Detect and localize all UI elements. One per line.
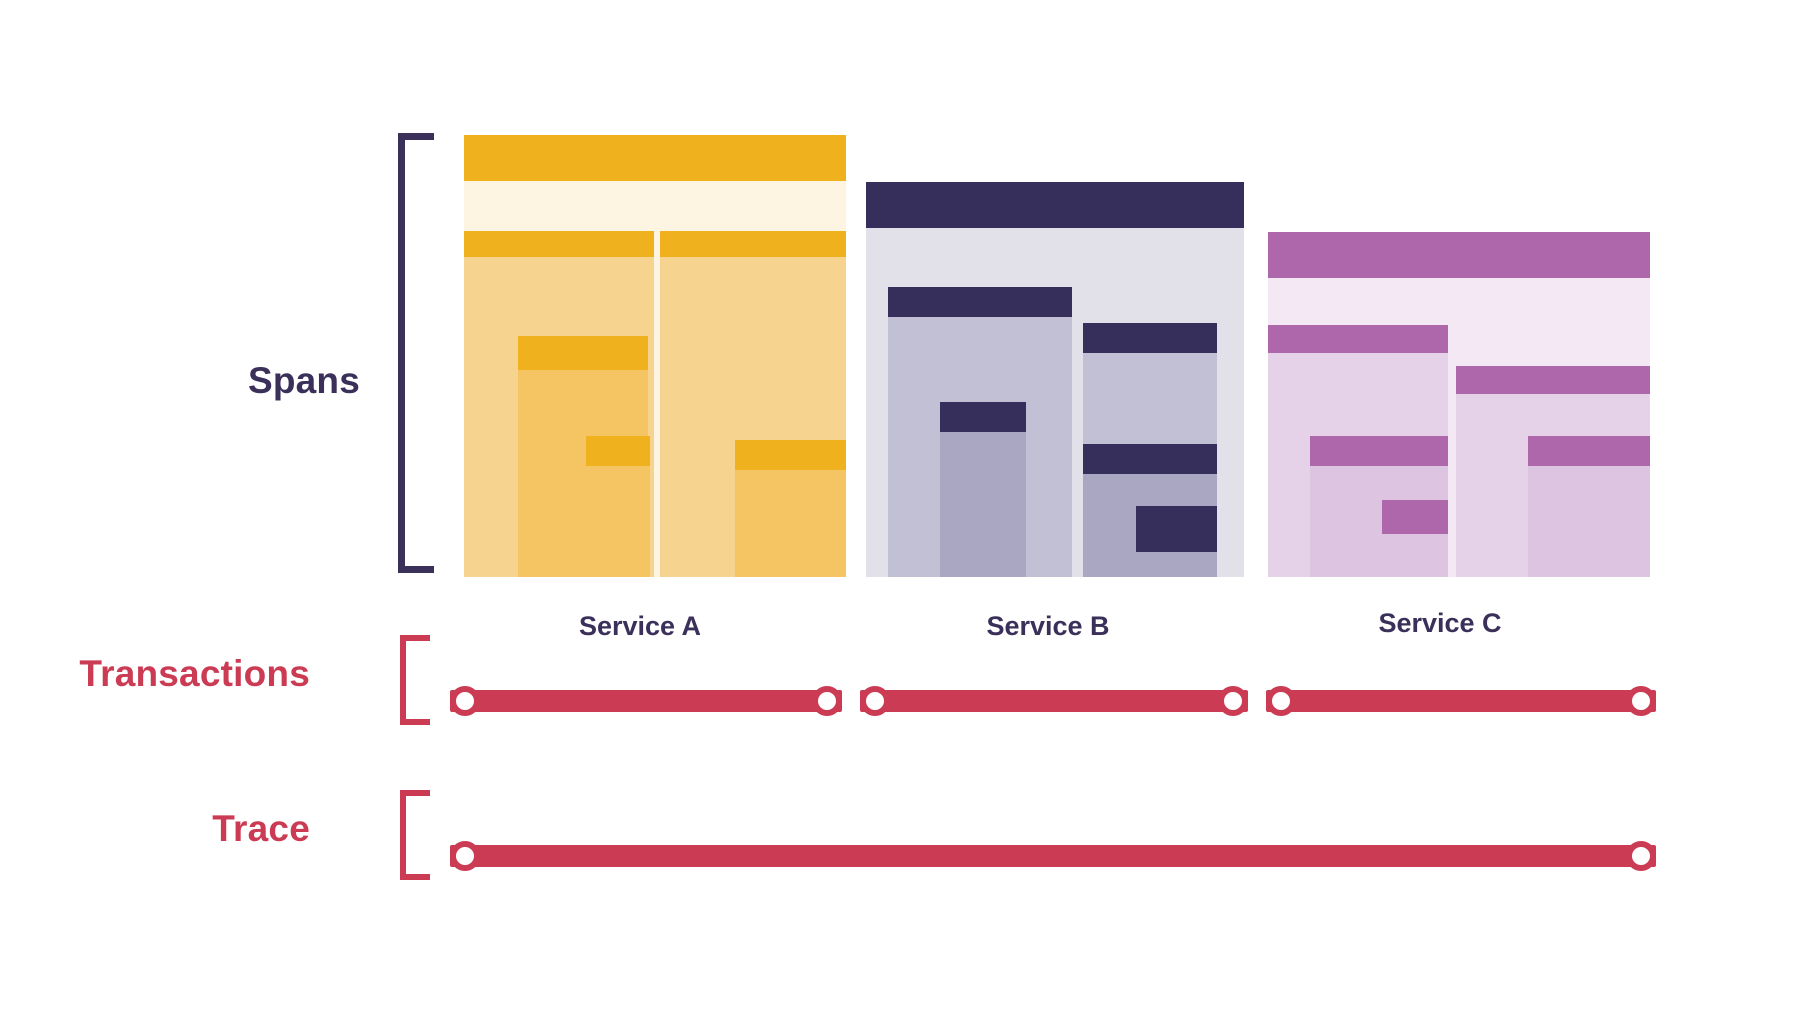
span-header-bar (1456, 366, 1650, 394)
transaction-service-c-end-dot[interactable] (1626, 686, 1656, 716)
span-header-bar (1268, 325, 1448, 353)
spans-bracket (398, 133, 434, 573)
span-header-bar (1528, 436, 1650, 466)
transaction-service-b-end-dot[interactable] (1218, 686, 1248, 716)
trace-span-bar[interactable] (450, 845, 1656, 867)
transaction-service-c-bar[interactable] (1266, 690, 1656, 712)
trace-timeline-group (0, 841, 1800, 885)
span-header-bar (464, 135, 846, 181)
service-label-service-b: Service B (986, 611, 1110, 641)
span-header-bar (1310, 436, 1448, 466)
span-header-bar (464, 231, 654, 257)
spans-chart: Service A Service B Service C (464, 135, 1650, 641)
span-header-bar (1382, 500, 1448, 534)
row-label-transactions: Transactions (79, 653, 310, 694)
trace-bracket (400, 790, 430, 880)
span-duration-body (735, 470, 846, 577)
span-header-bar (866, 182, 1244, 228)
span-header-bar (888, 287, 1072, 317)
row-label-spans: Spans (247, 360, 360, 401)
service-group-service-a (464, 135, 846, 577)
transaction-service-b-bar[interactable] (860, 690, 1248, 712)
span-duration-body (586, 466, 650, 577)
transaction-service-a-start-dot[interactable] (450, 686, 480, 716)
span-grandchild[interactable] (735, 440, 846, 577)
span-leaf[interactable] (1136, 506, 1217, 577)
span-leaf[interactable] (1382, 500, 1448, 577)
row-label-trace: Trace (212, 808, 310, 849)
transaction-service-b-start-dot[interactable] (860, 686, 890, 716)
service-group-service-c (1268, 232, 1650, 577)
span-leaf[interactable] (586, 436, 650, 577)
span-header-bar (1268, 232, 1650, 278)
span-duration-body (1528, 466, 1650, 577)
service-label-service-c: Service C (1378, 608, 1502, 638)
transaction-service-c-start-dot[interactable] (1266, 686, 1296, 716)
transactions-bracket (400, 635, 430, 725)
service-label-service-a: Service A (578, 611, 702, 641)
trace-span-end-dot[interactable] (1626, 841, 1656, 871)
span-duration-body (940, 432, 1026, 577)
service-group-service-b (866, 182, 1244, 577)
transaction-service-a-bar[interactable] (450, 690, 842, 712)
span-duration-body (1136, 552, 1217, 577)
transaction-service-a-end-dot[interactable] (812, 686, 842, 716)
span-header-bar (660, 231, 846, 257)
span-header-bar (1083, 323, 1217, 353)
span-header-bar (518, 336, 648, 370)
span-header-bar (586, 436, 650, 466)
span-header-bar (735, 440, 846, 470)
span-grandchild[interactable] (940, 402, 1026, 577)
span-grandchild[interactable] (1528, 436, 1650, 577)
span-header-bar (1083, 444, 1217, 474)
transactions-timeline-group (0, 686, 1800, 730)
span-header-bar (1136, 506, 1217, 552)
span-header-bar (940, 402, 1026, 432)
span-duration-body (1382, 534, 1448, 577)
trace-span-start-dot[interactable] (450, 841, 480, 871)
